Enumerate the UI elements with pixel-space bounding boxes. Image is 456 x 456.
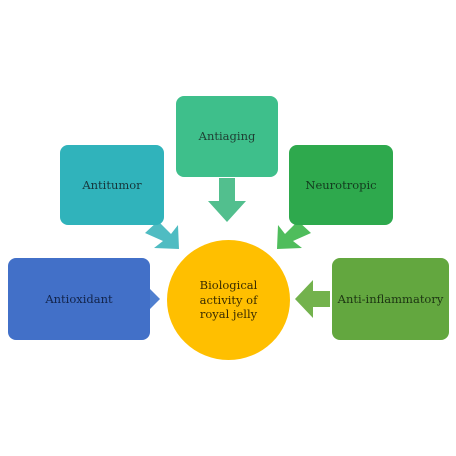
node-antioxidant: Antioxidant [8,258,150,340]
node-antiinflammatory: Anti-inflammatory [332,258,449,340]
node-antioxidant-label: Antioxidant [45,291,113,306]
node-antitumor-label: Antitumor [82,177,142,192]
node-neurotropic: Neurotropic [289,145,393,225]
arrow-antitumor-to-center [145,221,179,249]
center-node: Biological activity of royal jelly [167,240,290,360]
node-antiaging-label: Antiaging [198,129,256,144]
node-neurotropic-label: Neurotropic [305,177,377,192]
arrow-antiinflammatory-to-center [295,280,330,318]
node-antiaging: Antiaging [176,96,278,177]
node-antiinflammatory-label: Anti-inflammatory [337,291,444,306]
center-node-label: Biological activity of royal jelly [199,277,258,322]
node-antitumor: Antitumor [60,145,164,225]
arrow-antiaging-to-center [208,178,246,222]
arrow-neurotropic-to-center [277,221,311,249]
